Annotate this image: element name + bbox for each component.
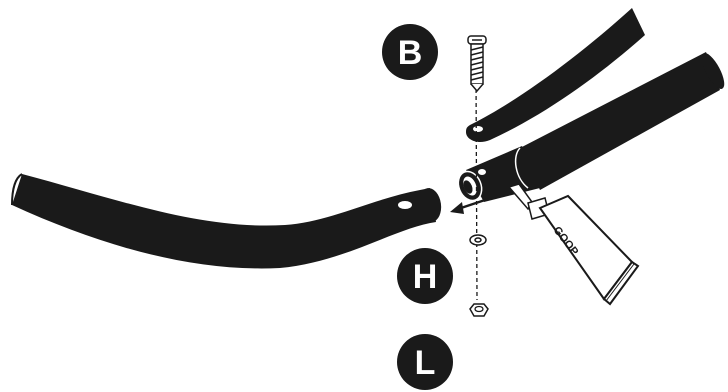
upper-tube-hole [473, 126, 483, 132]
glue-tube: GOOP [507, 183, 640, 306]
callout-b: B [382, 24, 438, 80]
curved-frame-tube [11, 173, 442, 269]
screw [467, 35, 487, 93]
upper-frame-tube [466, 8, 645, 143]
callout-b-label: B [398, 34, 423, 72]
sleeve-hole [478, 169, 486, 175]
callout-l: L [397, 334, 453, 390]
callout-h-label: H [413, 258, 438, 296]
nut [469, 303, 489, 317]
callout-h: H [397, 248, 453, 304]
alignment-line [475, 74, 478, 301]
insert-arrow [450, 197, 489, 214]
callout-l-label: L [415, 344, 436, 382]
washer [469, 234, 487, 246]
frame-hole [398, 201, 412, 209]
main-frame-tube [457, 52, 725, 202]
